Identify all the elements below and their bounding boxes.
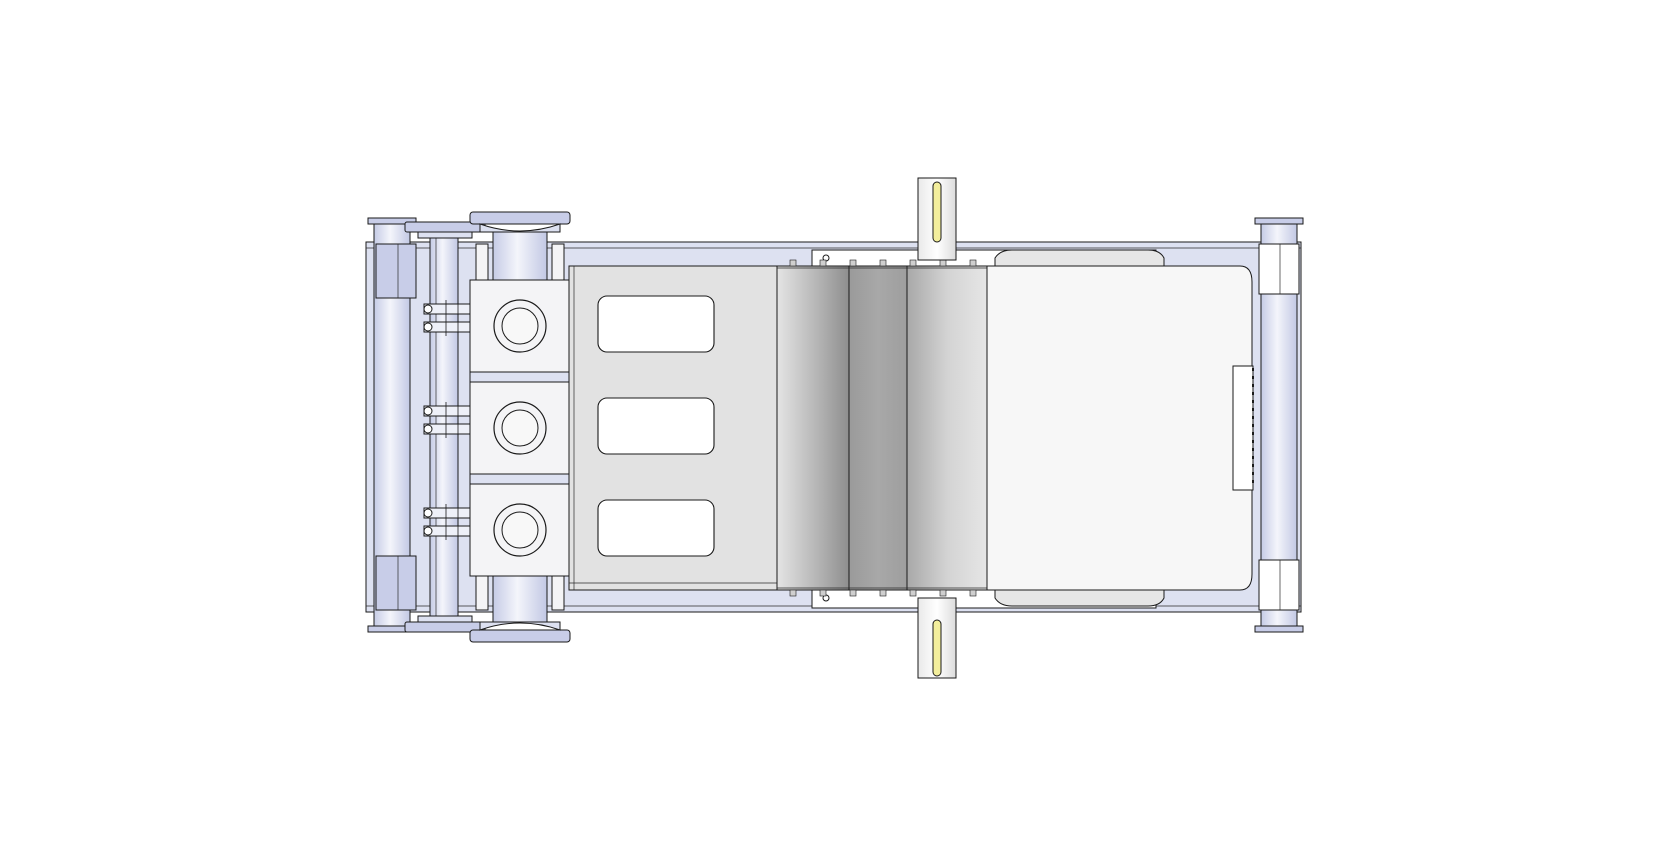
crankshaft-bottom-end <box>917 597 957 679</box>
discharge-flange-top <box>469 211 571 225</box>
keyway-top <box>932 181 942 243</box>
left-crossbeam <box>367 217 417 633</box>
drum-segment-2 <box>848 265 908 591</box>
plunger-cylinder-3 <box>423 483 571 577</box>
inspection-window-3 <box>597 499 715 557</box>
keyway-bottom <box>932 619 942 677</box>
plunger-cylinder-1 <box>423 279 571 373</box>
drum-segment-1 <box>776 265 850 591</box>
inspection-window-2 <box>597 397 715 455</box>
inspection-window-1 <box>597 295 715 353</box>
oil-level-window <box>1232 365 1254 491</box>
crankcase-cover <box>986 249 1254 607</box>
right-crossbeam <box>1254 217 1304 633</box>
drum-segment-3 <box>906 265 988 591</box>
inspection-windows <box>597 295 715 557</box>
discharge-flange-bottom <box>469 629 571 643</box>
fluid-end <box>423 279 571 577</box>
plunger-cylinder-2 <box>423 381 571 475</box>
crankshaft-top-end <box>917 177 957 261</box>
